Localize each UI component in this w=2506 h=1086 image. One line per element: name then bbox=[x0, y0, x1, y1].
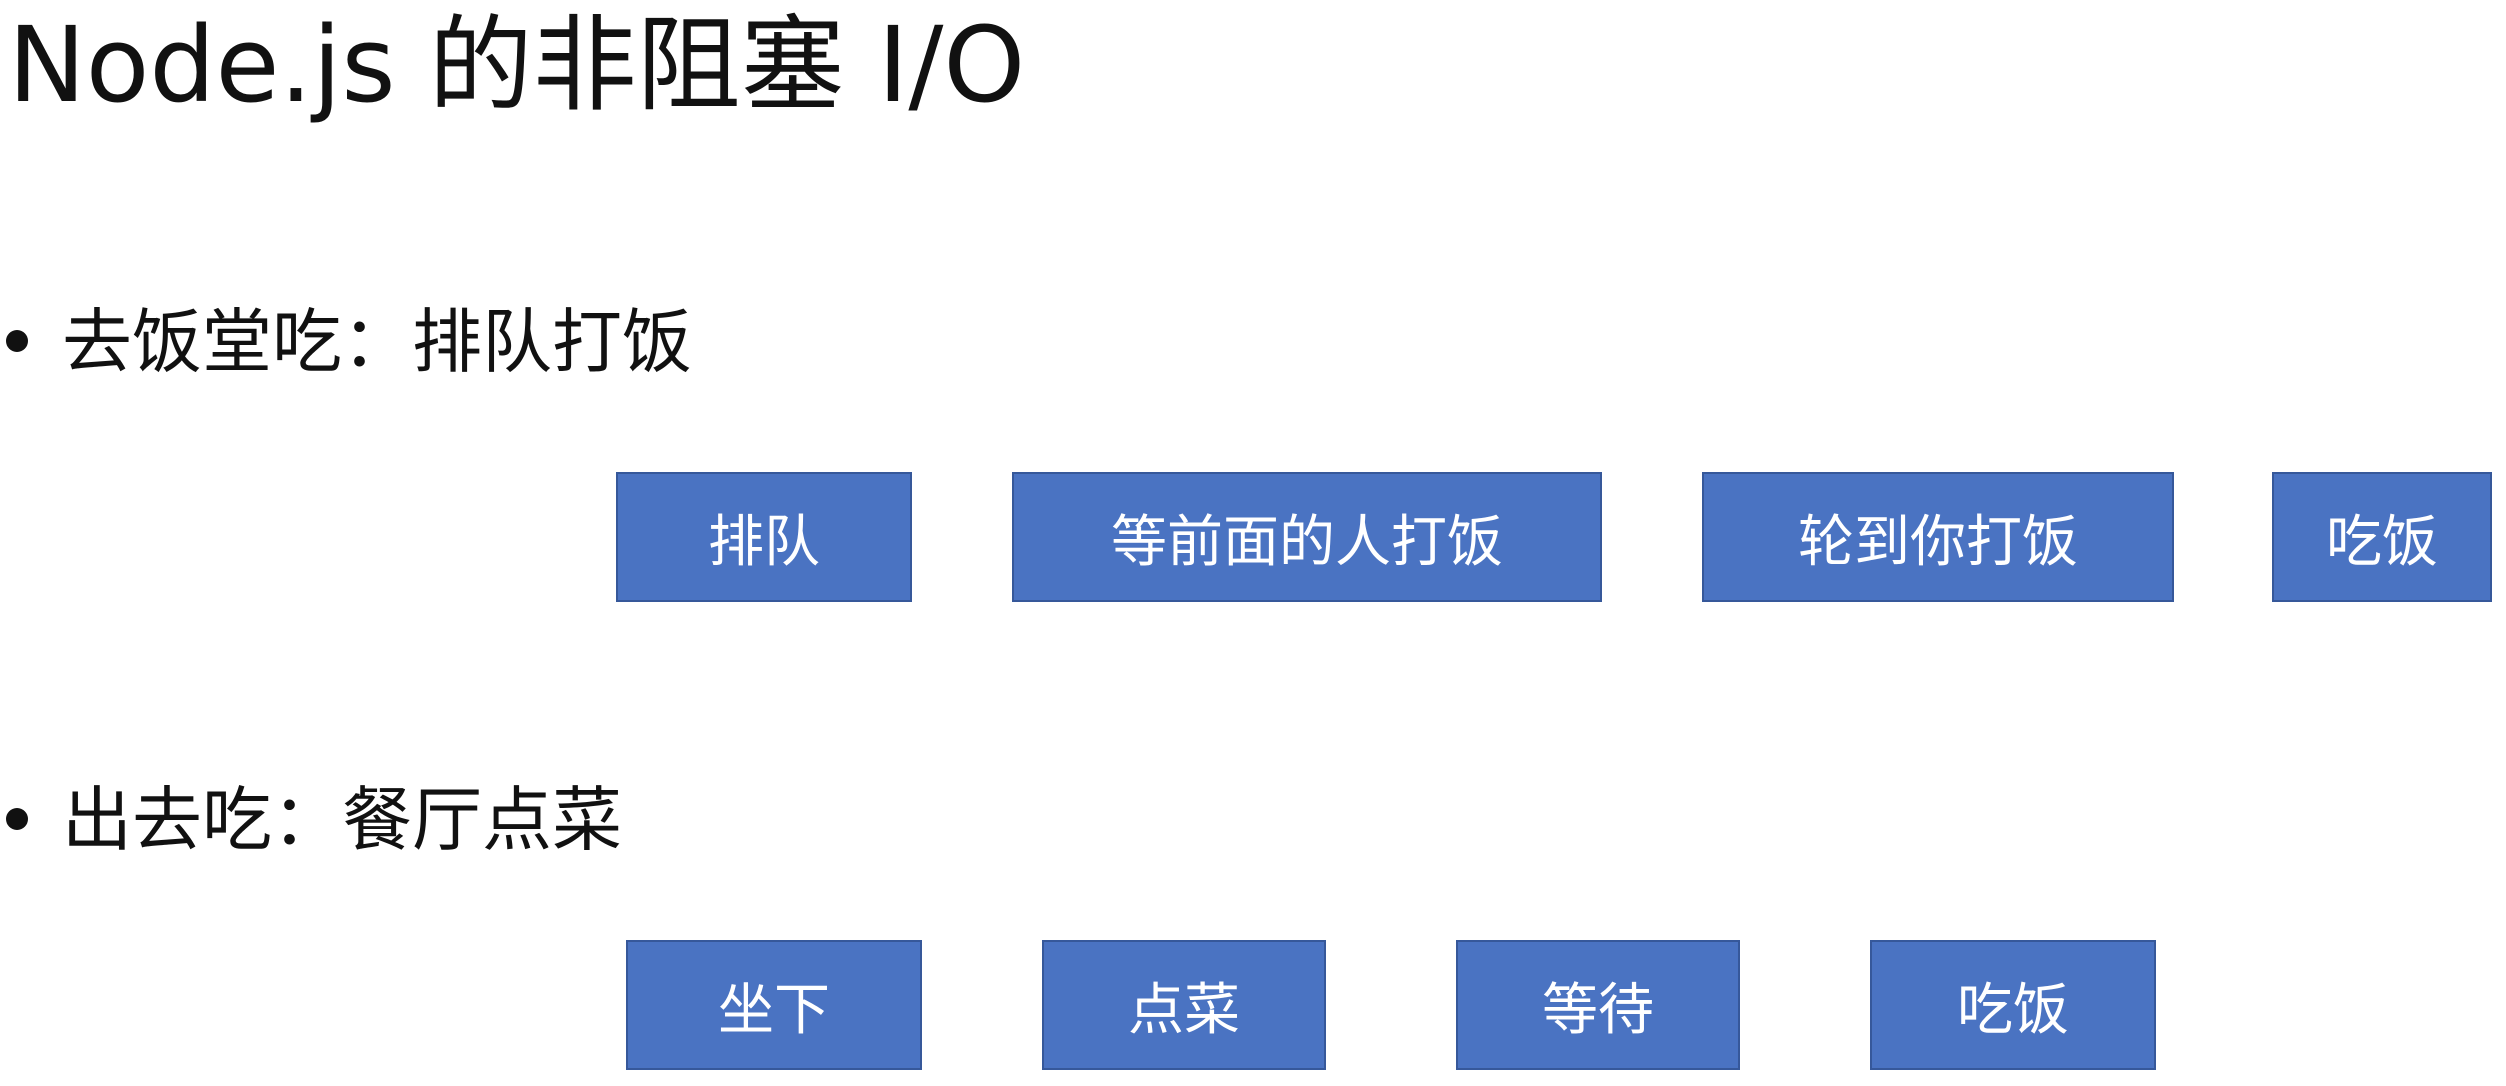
section-1-heading: 去饭堂吃：排队打饭 bbox=[6, 300, 692, 384]
page-title: Node.js 的非阻塞 I/O bbox=[8, 4, 1026, 126]
step-box-queue: 排队 bbox=[616, 472, 912, 602]
section-1-heading-text: 去饭堂吃：排队打饭 bbox=[62, 301, 692, 383]
step-box-eat-1: 吃饭 bbox=[2272, 472, 2492, 602]
section-2-heading: 出去吃：餐厅点菜 bbox=[6, 778, 622, 862]
section-2-heading-text: 出去吃：餐厅点菜 bbox=[62, 779, 622, 861]
bullet-icon bbox=[6, 807, 28, 830]
step-box-your-turn: 轮到你打饭 bbox=[1702, 472, 2174, 602]
step-box-eat-2: 吃饭 bbox=[1870, 940, 2156, 1070]
step-box-order: 点菜 bbox=[1042, 940, 1326, 1070]
step-box-wait: 等待 bbox=[1456, 940, 1740, 1070]
bullet-icon bbox=[6, 329, 28, 352]
step-box-wait-others: 等前面的人打饭 bbox=[1012, 472, 1602, 602]
step-box-sit-down: 坐下 bbox=[626, 940, 922, 1070]
